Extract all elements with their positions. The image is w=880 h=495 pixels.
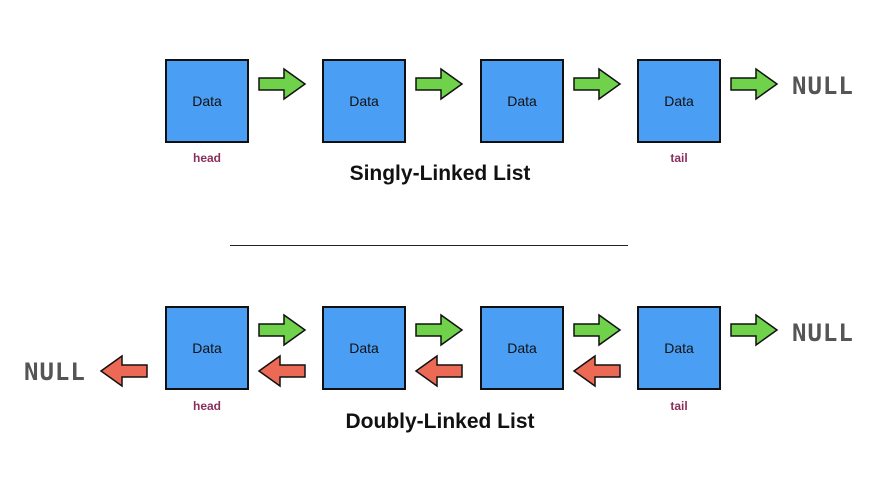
doubly-node-3: Data	[480, 306, 564, 390]
node-data-label: Data	[664, 340, 694, 356]
node-data-label: Data	[507, 93, 537, 109]
head-label: head	[192, 399, 221, 413]
node-data-label: Data	[192, 93, 222, 109]
next-arrow-icon	[415, 67, 464, 101]
node-data-label: Data	[192, 340, 222, 356]
diagram-title: Singly-Linked List	[349, 162, 531, 185]
next-arrow-icon	[258, 67, 307, 101]
next-arrow-icon	[730, 313, 779, 347]
prev-arrow-icon	[414, 354, 463, 388]
null-right: NULL	[792, 319, 854, 347]
singly-node-3: Data	[480, 59, 564, 143]
node-data-label: Data	[349, 93, 379, 109]
doubly-node-1: Data	[165, 306, 249, 390]
diagram-title: Doubly-Linked List	[345, 410, 535, 433]
node-data-label: Data	[664, 93, 694, 109]
next-arrow-icon	[573, 313, 622, 347]
node-data-label: Data	[507, 340, 537, 356]
next-arrow-icon	[258, 313, 307, 347]
doubly-node-2: Data	[322, 306, 406, 390]
prev-arrow-icon	[572, 354, 621, 388]
next-arrow-icon	[415, 313, 464, 347]
prev-arrow-icon	[99, 354, 148, 388]
null-right: NULL	[792, 72, 854, 100]
prev-arrow-icon	[257, 354, 306, 388]
tail-label: tail	[670, 151, 688, 165]
tail-label: tail	[670, 399, 688, 413]
head-label: head	[192, 151, 221, 165]
singly-node-4: Data	[637, 59, 721, 143]
singly-node-1: Data	[165, 59, 249, 143]
singly-node-2: Data	[322, 59, 406, 143]
next-arrow-icon	[730, 67, 779, 101]
doubly-node-4: Data	[637, 306, 721, 390]
next-arrow-icon	[573, 67, 622, 101]
node-data-label: Data	[349, 340, 379, 356]
divider	[230, 245, 628, 246]
null-left: NULL	[24, 358, 86, 386]
